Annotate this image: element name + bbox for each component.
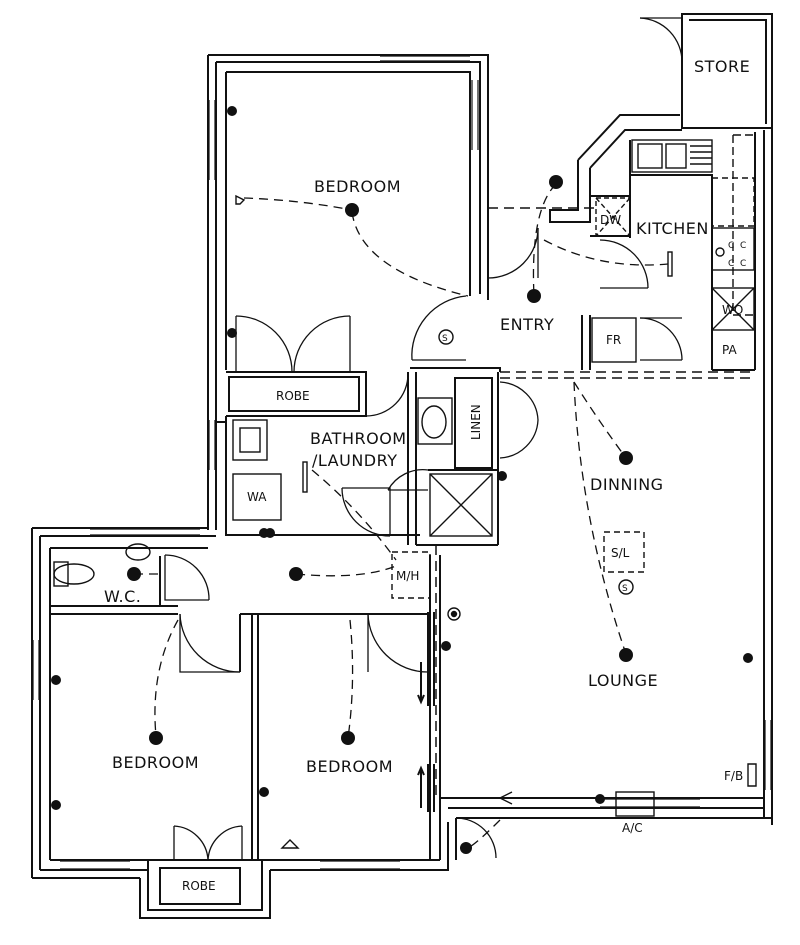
fixtures	[53, 134, 757, 849]
label-store: STORE	[694, 57, 750, 76]
label-robe-bottom: ROBE	[182, 879, 216, 893]
label-kitchen: KITCHEN	[636, 219, 709, 238]
light-points	[51, 106, 753, 854]
label-linen: LINEN	[469, 404, 483, 440]
label-bedroom-middle: BEDROOM	[306, 757, 393, 776]
label-smoke-lounge: S	[622, 584, 628, 594]
label-cooktop-c2: C	[740, 241, 746, 251]
label-cooktop-c1: C	[728, 241, 734, 251]
label-robe-top: ROBE	[276, 389, 310, 403]
label-sl: S/L	[611, 546, 630, 560]
label-bedroom-master: BEDROOM	[314, 177, 401, 196]
dashed-boundaries	[435, 207, 755, 800]
label-wa: WA	[247, 490, 267, 504]
label-bedroom-left: BEDROOM	[112, 753, 199, 772]
room-labels: STORE BEDROOM KITCHEN ENTRY BATHROOM /LA…	[104, 57, 750, 776]
walls	[31, 13, 773, 919]
label-dinning: DINNING	[590, 475, 664, 494]
label-dw: DW	[600, 213, 621, 227]
label-cooktop-c4: C	[740, 259, 746, 269]
label-cooktop-c3: C	[728, 259, 734, 269]
electrical-wiring	[134, 183, 669, 849]
label-mh: M/H	[396, 569, 419, 583]
label-wo: WO	[722, 303, 743, 317]
door-swings	[164, 17, 683, 861]
label-entry: ENTRY	[500, 315, 554, 334]
label-laundry: /LAUNDRY	[312, 451, 397, 470]
label-smoke-entry: S	[442, 334, 448, 344]
label-fr: FR	[606, 333, 621, 347]
label-pa: PA	[722, 343, 737, 357]
label-fb: F/B	[724, 769, 743, 783]
window-marks	[32, 55, 772, 870]
label-ac: A/C	[622, 821, 643, 835]
glass-sliders	[417, 612, 435, 812]
fixture-labels: ROBE ROBE LINEN WA FR DW WO PA S/L M/H F…	[182, 213, 746, 893]
label-bathroom: BATHROOM	[310, 429, 407, 448]
label-lounge: LOUNGE	[588, 671, 658, 690]
label-wc: W.C.	[104, 587, 141, 606]
